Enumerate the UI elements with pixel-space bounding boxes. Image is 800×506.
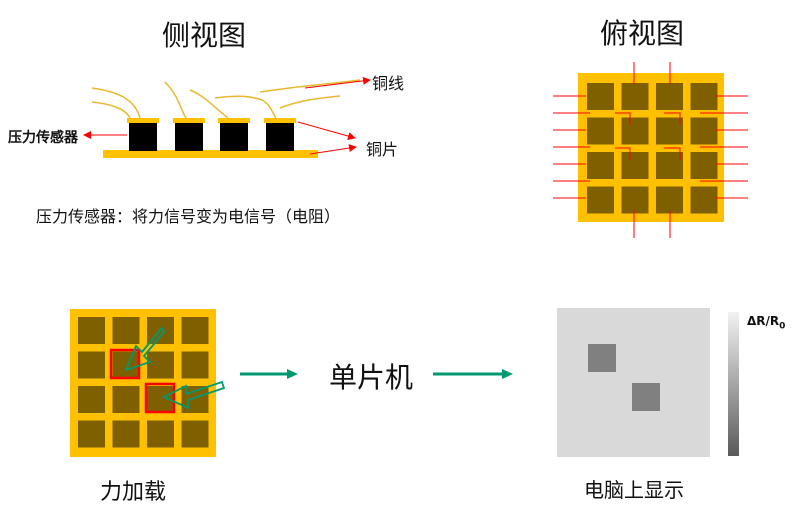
sensor-pad — [690, 83, 718, 110]
pressure-sensor-block — [266, 123, 294, 151]
copper-wire-label: 铜线 — [372, 74, 405, 93]
colorbar-label: ΔR/R0 — [747, 314, 786, 332]
display-screen — [557, 308, 710, 457]
sensor-pad — [690, 117, 718, 145]
copper-wire — [279, 95, 341, 109]
copper-wire — [91, 101, 131, 119]
side-view-graphic — [83, 76, 371, 158]
top-view-title: 俯视图 — [600, 17, 685, 50]
side-view-title: 侧视图 — [162, 19, 247, 52]
sensor-pad — [147, 351, 174, 379]
pressed-cell-highlight — [109, 348, 141, 380]
force-arrow-icon — [161, 380, 226, 410]
copper-wire-callout-arrow — [304, 76, 371, 89]
sensor-pad — [112, 317, 140, 344]
colorbar-label-subscript: 0 — [779, 321, 786, 332]
sensor-label: 压力传感器 — [8, 130, 78, 146]
mcu-label: 单片机 — [329, 361, 414, 394]
display-graphic — [557, 308, 739, 457]
sensor-caption: 压力传感器：将力信号变为电信号（电阻） — [36, 207, 341, 226]
colorbar — [728, 312, 739, 456]
sensor-pad — [181, 317, 209, 344]
pressure-sensor-block — [220, 123, 248, 151]
sensor-pad — [78, 317, 105, 344]
load-pads — [78, 317, 209, 448]
sensor-pad — [78, 420, 105, 448]
sensor-pad — [621, 83, 649, 110]
copper-sheet-callout-arrow — [297, 121, 356, 140]
sensor-pad — [181, 351, 209, 379]
sensor-pad — [78, 386, 105, 413]
top-view-red-wires — [553, 62, 748, 238]
pressure-sensor-block — [129, 123, 157, 151]
sensor-pad — [656, 83, 683, 110]
force-load-label: 力加载 — [100, 480, 167, 505]
sensor-pad — [587, 117, 614, 145]
force-arrow-icon — [124, 326, 166, 372]
force-load-graphic — [70, 309, 226, 457]
display-pressure-block — [632, 383, 660, 411]
copper-sheet-callout-arrow — [309, 144, 357, 155]
display-pressure-block — [588, 344, 616, 372]
sensor-pad — [690, 186, 718, 214]
sensor-pad — [656, 117, 683, 145]
sensor-stack — [127, 118, 296, 151]
flow-arrows — [240, 369, 513, 379]
sensor-pad — [656, 152, 683, 179]
copper-wire — [259, 79, 361, 93]
top-view-graphic — [553, 62, 748, 238]
copper-sheet-label: 铜片 — [366, 140, 399, 159]
display-label: 电脑上显示 — [584, 478, 684, 502]
sensor-pad — [587, 186, 614, 214]
sensor-pad — [621, 117, 649, 145]
sensor-pad — [78, 351, 105, 379]
copper-wire — [189, 89, 229, 119]
sensor-pad — [690, 152, 718, 179]
sensor-pad — [112, 420, 140, 448]
top-view-pads — [587, 83, 718, 214]
sensor-pad — [112, 386, 140, 413]
sensor-pad — [621, 186, 649, 214]
copper-wire — [91, 87, 141, 119]
pressure-sensor-block — [175, 123, 203, 151]
pressed-cell-highlight — [144, 382, 176, 414]
copper-sheet-base — [103, 150, 318, 158]
sensor-pad — [587, 83, 614, 110]
sensor-pad — [147, 420, 174, 448]
sensor-pad — [112, 351, 140, 379]
sensor-pad — [181, 420, 209, 448]
copper-wire — [164, 81, 187, 119]
sensor-pad — [587, 152, 614, 179]
sensor-pad — [656, 186, 683, 214]
copper-wires — [91, 79, 361, 119]
sensor-pad — [621, 152, 649, 179]
copper-wire — [214, 95, 277, 119]
